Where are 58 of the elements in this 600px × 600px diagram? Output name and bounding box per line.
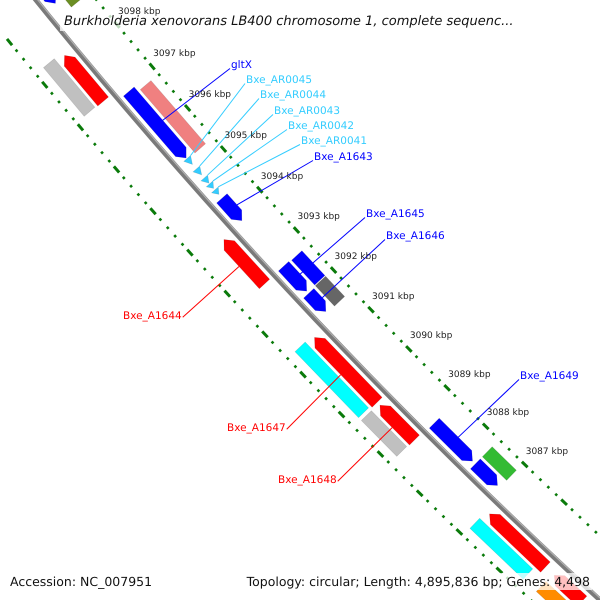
gene-label: Bxe_A1644 xyxy=(123,311,182,322)
gene-feature xyxy=(428,418,473,462)
gene-label: Bxe_AR0041 xyxy=(301,136,368,146)
leader-line xyxy=(212,129,288,182)
leader-line xyxy=(322,239,386,298)
leader-line xyxy=(162,68,230,121)
summary-text: Topology: circular; Length: 4,895,836 bp; Genes: 4,498 xyxy=(244,573,592,590)
leader-line xyxy=(218,144,300,188)
gene-label: Bxe_A1645 xyxy=(366,209,425,220)
leader-line xyxy=(300,217,366,274)
scale-label: 3089 kbp xyxy=(448,370,491,380)
leader-line xyxy=(236,160,314,206)
gene-label: Bxe_A1647 xyxy=(227,423,286,434)
gene-label: Bxe_A1646 xyxy=(386,231,445,242)
trna-marker xyxy=(206,180,214,189)
gene-feature xyxy=(43,58,96,117)
scale-label: 3087 kbp xyxy=(526,448,568,456)
trna-marker xyxy=(183,154,193,165)
gene-label: Bxe_AR0043 xyxy=(274,106,340,116)
leader-line xyxy=(182,266,240,318)
gene-feature xyxy=(123,86,186,158)
gene-label: Bxe_AR0044 xyxy=(260,90,326,100)
gene-feature xyxy=(303,288,326,312)
gene-feature xyxy=(64,55,109,106)
trna-marker xyxy=(200,174,210,184)
leader-line xyxy=(337,427,393,482)
gene-label: gltX xyxy=(231,60,252,70)
gene-label: Bxe_AR0045 xyxy=(246,75,312,86)
scale-label: 3091 kbp xyxy=(372,292,414,302)
gene-feature xyxy=(291,250,326,286)
gene-label: Bxe_A1643 xyxy=(314,152,373,162)
gene-feature xyxy=(314,276,346,306)
gene-feature xyxy=(489,514,551,573)
gene-feature xyxy=(360,410,408,457)
scale-label: 3093 kbp xyxy=(297,213,340,222)
scale-label: 3097 kbp xyxy=(153,50,196,59)
scale-label: 3090 kbp xyxy=(410,332,452,341)
gene-label: Bxe_AR0042 xyxy=(288,121,354,132)
leader-line xyxy=(458,379,520,438)
gene-feature xyxy=(294,342,369,418)
scale-label: 3094 kbp xyxy=(260,172,304,182)
leader-line xyxy=(190,83,246,156)
leader-line xyxy=(199,98,260,166)
gene-label: Bxe_A1649 xyxy=(520,371,579,382)
gene-feature xyxy=(470,458,498,486)
scale-label: 3088 kbp xyxy=(486,409,530,418)
scale-label: 3095 kbp xyxy=(224,132,267,142)
gene-feature xyxy=(314,337,383,408)
gene-feature xyxy=(224,239,270,290)
gene-feature xyxy=(278,261,307,292)
gene-feature xyxy=(380,404,420,446)
gene-label: Bxe_A1648 xyxy=(278,475,337,486)
leader-line xyxy=(207,114,274,176)
trna-marker xyxy=(210,186,220,195)
gene-feature xyxy=(216,193,242,221)
leader-line xyxy=(286,374,342,430)
trna-marker xyxy=(192,165,202,176)
gene-feature xyxy=(482,446,517,481)
